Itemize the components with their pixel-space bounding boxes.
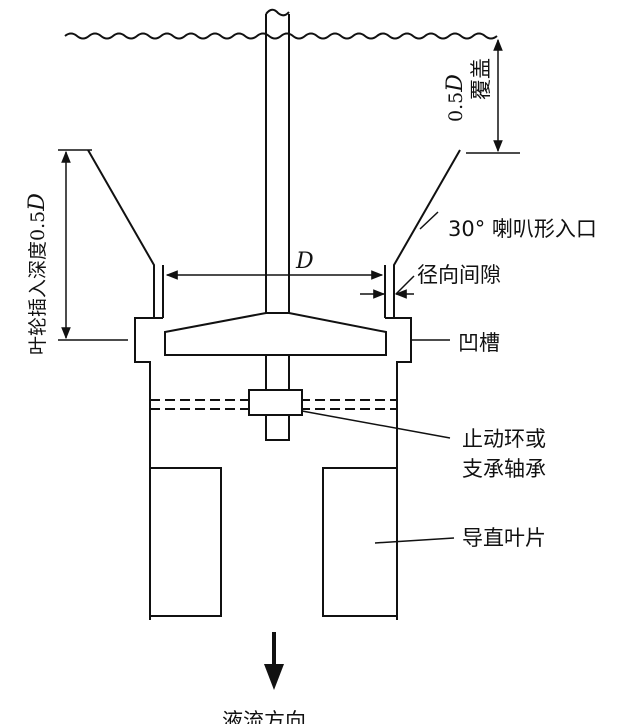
shaft — [265, 8, 290, 441]
flare-leader — [419, 211, 439, 230]
flow-arrow — [264, 632, 284, 690]
impeller — [164, 312, 387, 356]
flow-direction-label: 液流方向 — [222, 709, 306, 724]
pump-bowl — [134, 265, 412, 620]
stop-ring-label-line1: 止动环或 — [462, 427, 546, 451]
stop-ring-label-line2: 支承轴承 — [462, 457, 546, 481]
radial-gap-label: 径向间隙 — [417, 263, 501, 287]
stop-ring-leader — [301, 410, 451, 439]
stop-ring-bearing — [150, 389, 397, 416]
svg-text:叶轮插入深度0.5D: 叶轮插入深度0.5D — [25, 193, 50, 355]
cover-word: 覆盖 — [469, 58, 493, 100]
guide-vane-left — [149, 467, 222, 617]
cover-dimension — [466, 38, 520, 154]
cover-label: 0.5D — [443, 74, 468, 122]
flare-inlet-label: 30° 喇叭形入口 — [448, 217, 597, 241]
svg-text:覆盖: 覆盖 — [469, 58, 493, 100]
radial-gap-dimension — [360, 275, 415, 299]
impeller-depth-dimension — [58, 149, 128, 341]
flared-inlet — [87, 149, 461, 318]
diameter-label: D — [295, 249, 314, 274]
svg-text:0.5D: 0.5D — [443, 74, 468, 122]
guide-vane-leader — [374, 537, 455, 544]
water-surface — [64, 32, 498, 40]
impeller-depth-label: 叶轮插入深度0.5D — [25, 193, 50, 355]
guide-vane-label: 导直叶片 — [462, 526, 546, 550]
groove-label: 凹槽 — [458, 331, 500, 355]
